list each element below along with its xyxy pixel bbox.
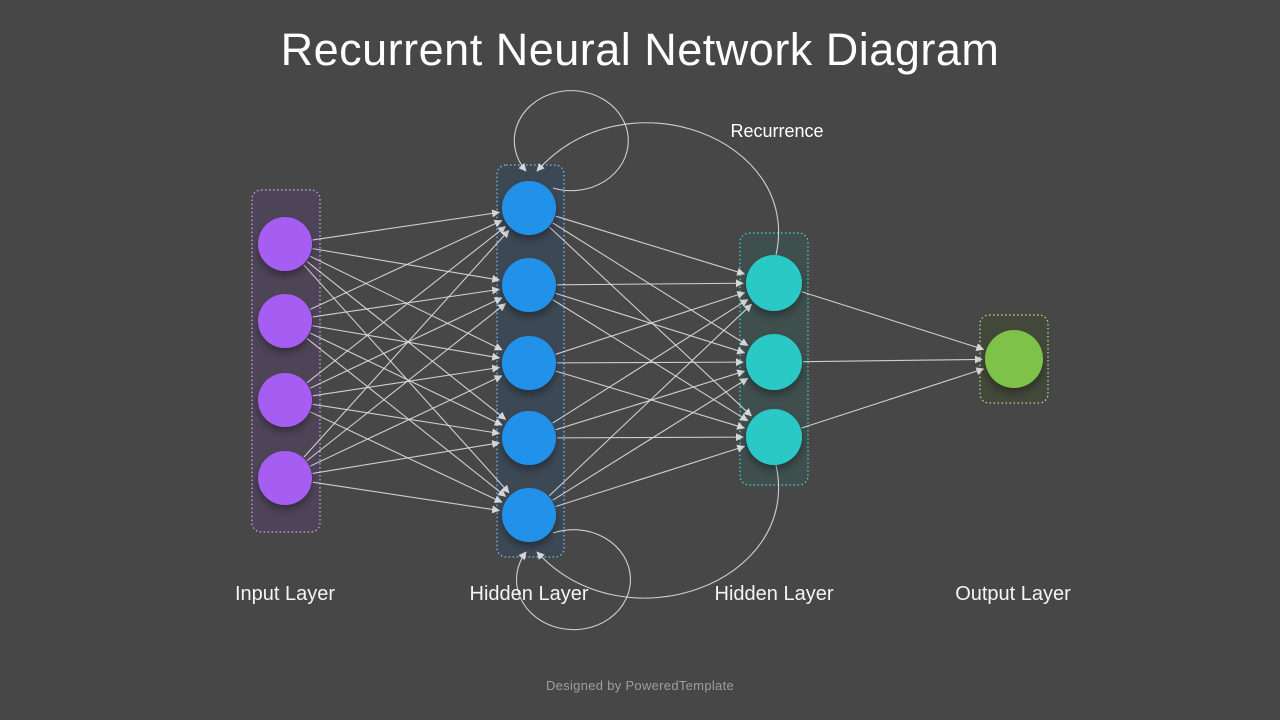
connection-line	[552, 299, 749, 422]
credit-text: Designed by PoweredTemplate	[545, 678, 735, 693]
connection-line	[312, 286, 501, 318]
hidden1-node	[502, 411, 556, 465]
hidden1-node	[502, 336, 556, 390]
connection-line	[312, 403, 501, 437]
page-title: Recurrent Neural Network Diagram	[280, 24, 1000, 75]
recurrence-feedback-arc	[536, 122, 779, 256]
connection-line	[306, 226, 507, 384]
input-node	[258, 373, 312, 427]
output-node	[985, 330, 1043, 388]
connection-line	[310, 411, 503, 503]
self-loop-arc	[513, 90, 629, 192]
input-layer-box	[251, 189, 321, 533]
connection-line	[802, 355, 983, 364]
connection-line	[548, 303, 753, 497]
output-layer-label: Output Layer	[955, 583, 1071, 605]
connection-line	[310, 332, 503, 426]
connection-line	[310, 220, 503, 310]
connection-line	[306, 337, 507, 497]
connection-line	[555, 215, 746, 276]
connection-line	[801, 367, 985, 429]
connection-line	[310, 375, 503, 467]
input-node	[258, 294, 312, 348]
hidden2-node	[746, 409, 802, 465]
hidden-layer-2-label: Hidden Layer	[714, 583, 834, 605]
connection-line	[552, 377, 749, 501]
connection-line	[306, 303, 507, 462]
hidden2-node	[746, 334, 802, 390]
hidden1-node	[502, 181, 556, 235]
recurrence-feedback-arc	[536, 464, 779, 599]
recurrence-label: Recurrence	[730, 121, 824, 141]
connection-line	[312, 481, 501, 514]
connection-line	[549, 226, 752, 417]
connection-line	[312, 325, 501, 361]
connection-line	[801, 291, 985, 351]
self-loop-arc	[515, 529, 632, 631]
hidden2-node	[746, 255, 802, 311]
hidden1-node	[502, 488, 556, 542]
connection-line	[555, 444, 746, 508]
connection-line	[303, 229, 510, 458]
connection-line	[306, 260, 507, 420]
connection-line	[556, 279, 744, 288]
hidden1-node	[502, 258, 556, 312]
connection-line	[552, 299, 749, 424]
connection-line	[312, 440, 501, 475]
connection-line	[555, 370, 746, 430]
hidden-layer-1-label: Hidden Layer	[469, 583, 589, 605]
connection-line	[556, 358, 744, 367]
connection-line	[556, 433, 744, 442]
input-node	[258, 451, 312, 505]
connection-line	[312, 209, 501, 241]
connection-line	[310, 297, 503, 389]
connection-line	[555, 291, 746, 355]
input-node	[258, 217, 312, 271]
input-layer-label: Input Layer	[234, 583, 336, 605]
